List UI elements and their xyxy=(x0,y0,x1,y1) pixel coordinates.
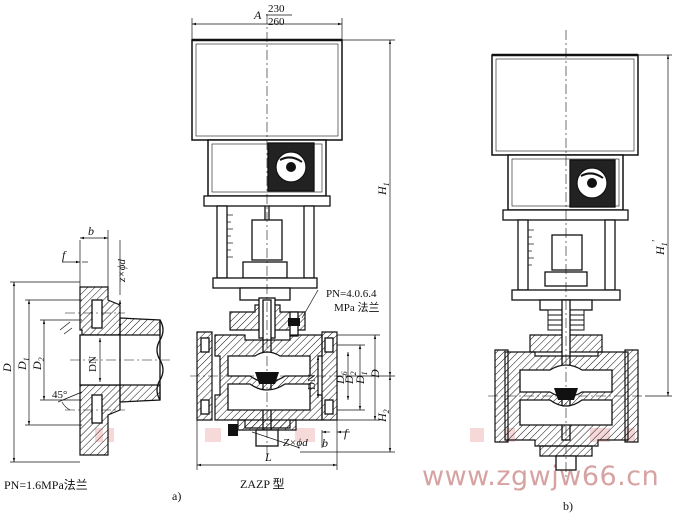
svg-text:H1: H1 xyxy=(375,182,391,196)
svg-text:H1′: H1′ xyxy=(651,239,669,256)
dim-A-value-bottom: 260 xyxy=(268,16,285,28)
view-b-valve xyxy=(488,30,645,480)
caption-b: b) xyxy=(563,499,573,513)
dim-DN-left: DN xyxy=(87,356,99,372)
svg-text:D1: D1 xyxy=(353,371,369,385)
view-b-dimensions xyxy=(638,54,672,397)
angle-45-label: 45° xyxy=(52,389,67,401)
svg-text:D1: D1 xyxy=(15,357,31,371)
model-label: ZAZP 型 xyxy=(240,477,285,491)
dim-b-right: b xyxy=(322,436,328,450)
watermark-text: www.zgwjw66.cn xyxy=(422,461,659,492)
pn-high-line2: MPa 法兰 xyxy=(334,300,380,314)
dim-b-left: b xyxy=(88,224,94,238)
dim-D6-right: D6 xyxy=(333,371,349,385)
dim-A-label: A xyxy=(253,8,262,22)
svg-text:D2: D2 xyxy=(342,371,358,385)
flange-detail xyxy=(10,230,170,463)
dim-D1-right: D1 xyxy=(353,371,369,385)
dim-H1prime-label: H1′ xyxy=(651,239,669,256)
view-a-dimensions xyxy=(191,18,395,470)
dim-zxphid-left: z×ϕd xyxy=(116,259,128,283)
caption-a: a) xyxy=(172,489,181,503)
svg-text:H2: H2 xyxy=(375,409,391,423)
pn-high-line1: PN=4.0.6.4 xyxy=(326,288,377,300)
dim-f-right: f xyxy=(344,426,349,440)
dim-H1-label: H1 xyxy=(375,182,391,196)
dim-D-left: D xyxy=(0,363,14,373)
dim-L-label: L xyxy=(264,450,272,464)
dim-DN-right: DN xyxy=(306,374,318,390)
svg-text:D6: D6 xyxy=(333,371,349,385)
dim-A-value-top: 230 xyxy=(268,3,285,15)
dim-H2-label: H2 xyxy=(375,409,391,423)
svg-text:D2: D2 xyxy=(30,357,46,371)
dim-f-left: f xyxy=(62,248,67,262)
pn-low-label: PN=1.6MPa法兰 xyxy=(4,478,88,492)
view-a-valve xyxy=(190,14,345,455)
dim-D-right: D xyxy=(368,369,382,379)
dim-D1-left: D1 xyxy=(15,357,31,371)
dim-D2-left: D2 xyxy=(30,357,46,371)
dim-D2-right: D2 xyxy=(342,371,358,385)
dim-Zxphid-label: Z×ϕd xyxy=(283,437,308,449)
